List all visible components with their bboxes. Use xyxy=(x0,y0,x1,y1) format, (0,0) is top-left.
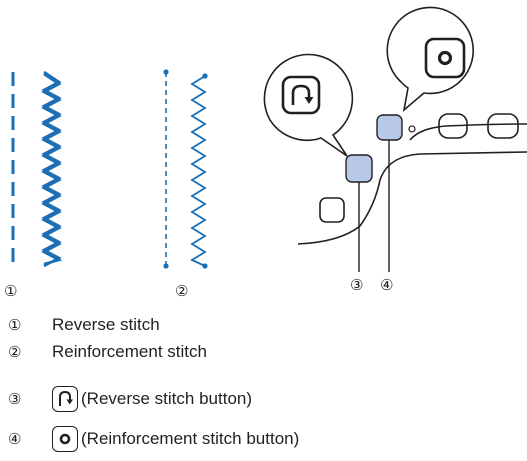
legend-row-reverse-button: ③ (Reverse stitch button) xyxy=(8,386,252,412)
legend-marker-3: ③ xyxy=(8,391,22,408)
machine-panel xyxy=(297,113,527,245)
legend-row-reinforcement-button: ④ (Reinforcement stitch button) xyxy=(8,426,299,452)
reinforcement-stitch-sample xyxy=(163,69,208,269)
reinforcement-button-zoom-bubble xyxy=(386,6,474,113)
reinforcement-stitch-icon xyxy=(437,50,453,66)
legend-marker-4: ④ xyxy=(8,431,22,448)
legend-marker-1: ① xyxy=(8,317,22,334)
reinforcement-stitch-button-highlight[interactable] xyxy=(376,114,403,141)
reverse-stitch-icon xyxy=(291,84,311,105)
legend-label-reinforcement-stitch: Reinforcement stitch xyxy=(52,342,207,361)
reinforcement-stitch-icon xyxy=(52,426,78,452)
legend-marker-2: ② xyxy=(8,344,22,361)
legend-row-reverse-stitch: ① Reverse stitch xyxy=(8,312,160,338)
callout-marker-4: ④ xyxy=(380,276,393,294)
legend-label-reverse-button: (Reverse stitch button) xyxy=(81,389,253,408)
sewing-diagram: ① ② ③ ④ xyxy=(4,6,527,300)
reverse-stitch-button-highlight[interactable] xyxy=(345,154,373,183)
callout-marker-3: ③ xyxy=(350,276,363,294)
reverse-stitch-icon xyxy=(52,386,78,412)
legend-label-reinforcement-button: (Reinforcement stitch button) xyxy=(81,429,300,448)
reverse-button-zoom-bubble xyxy=(263,53,354,157)
sample-marker-2: ② xyxy=(175,282,188,300)
sample-marker-1: ① xyxy=(4,282,17,300)
legend-row-reinforcement-stitch: ② Reinforcement stitch xyxy=(8,339,207,365)
reverse-stitch-sample xyxy=(11,70,63,268)
legend-label-reverse-stitch: Reverse stitch xyxy=(52,315,160,334)
